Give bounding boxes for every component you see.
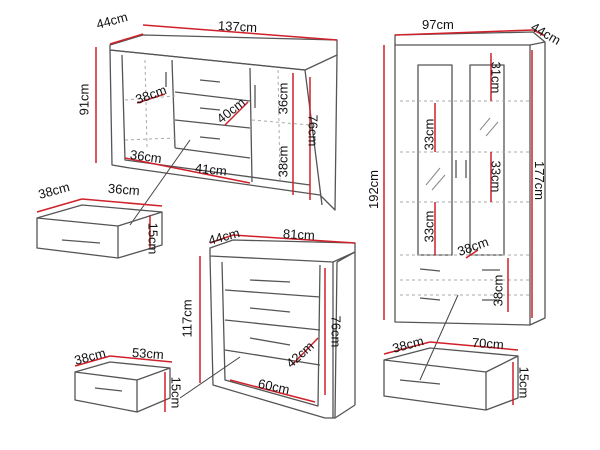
wardrobe-dimension-lines (383, 29, 546, 320)
wardrobe-drawer-box-width-label: 70cm (471, 334, 505, 353)
wardrobe-glass-reflections (425, 117, 499, 191)
chest-dimension-lines (199, 234, 356, 403)
wardrobe-inner-height-label: 177cm (532, 160, 548, 201)
sideboard-drawer-drawing (36, 204, 163, 259)
wardrobe-top-shelf-label: 31cm (488, 61, 504, 94)
wardrobe-hidden-lines (400, 100, 530, 296)
chest-drawer-drawing (74, 361, 171, 413)
chest-drawing (209, 239, 356, 419)
wardrobe-leader-line (419, 294, 459, 381)
sideboard-width-label: 137cm (217, 17, 258, 36)
chest-drawer-box-height-label: 15cm (168, 376, 184, 409)
sideboard-dimension-lines (95, 24, 338, 200)
wardrobe-width-label: 97cm (422, 17, 454, 32)
sideboard-height-label: 91cm (76, 83, 92, 116)
sideboard-left-width-label: 36cm (129, 146, 163, 167)
sideboard-center-width-label: 41cm (194, 160, 228, 179)
wardrobe-drawer-height-label: 38cm (490, 274, 506, 307)
chest-leader-line (179, 356, 241, 399)
wardrobe-drawer-drawing (383, 347, 519, 411)
chest-width-label: 81cm (282, 226, 316, 243)
sideboard-upper-right-label: 36cm (275, 82, 291, 115)
sideboard-leader-line (129, 139, 191, 226)
sideboard-lower-right-label: 38cm (275, 145, 291, 178)
chest-height-label: 117cm (179, 299, 195, 338)
sideboard-drawer-width-label: 36cm (107, 180, 141, 199)
wardrobe-drawer-dimension-lines (383, 341, 519, 405)
sideboard-drawer-dimension-lines (36, 198, 163, 248)
sideboard-inner-height-label: 76cm (305, 114, 321, 147)
wardrobe-right-mid-label: 33cm (488, 160, 504, 193)
sideboard-hidden-lines (124, 59, 311, 181)
chest-drawer-box-width-label: 53cm (131, 344, 165, 363)
wardrobe-height-label: 192cm (366, 169, 382, 210)
wardrobe-drawing (394, 31, 546, 326)
sideboard-drawer-height-label: 15cm (145, 222, 161, 255)
wardrobe-left-low-label: 33cm (421, 210, 437, 243)
chest-inner-height-label: 76cm (328, 315, 344, 348)
sideboard-drawing (109, 34, 338, 211)
wardrobe-left-mid-label: 33cm (421, 118, 437, 151)
wardrobe-drawer-box-height-label: 15cm (516, 366, 532, 399)
chest-drawer-dimension-lines (74, 355, 173, 412)
